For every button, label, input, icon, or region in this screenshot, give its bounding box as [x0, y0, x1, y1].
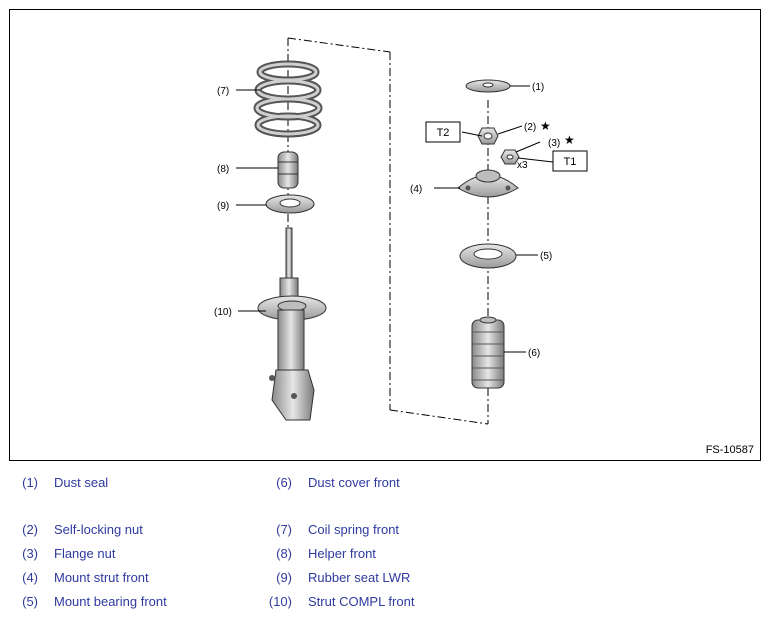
leader-lines — [236, 85, 554, 353]
self-locking-nut — [477, 127, 499, 145]
callout-4: (4) — [410, 184, 422, 195]
callout-5: (5) — [540, 251, 552, 262]
callout-2: (2) — [524, 122, 536, 133]
callout-7: (7) — [217, 86, 229, 97]
diagram-drawing: (7) (8) (9) (10) (1) (2) (3) (4) (5) (6)… — [214, 37, 588, 425]
dust-seal — [465, 79, 511, 93]
dust-cover — [471, 316, 505, 389]
mount-strut — [457, 169, 519, 198]
torque-label-t1: T1 — [564, 156, 577, 168]
rubber-seat — [265, 194, 315, 214]
torque-box-t1: T1 — [552, 150, 588, 172]
star-icon-nut-2: ★ — [540, 119, 551, 133]
helper-bumper — [277, 151, 299, 189]
figure-id: FS-10587 — [705, 444, 754, 456]
mount-bearing — [459, 243, 517, 269]
callout-3: (3) — [548, 138, 560, 149]
torque-box-t2: T2 — [425, 121, 461, 143]
exploded-diagram: (7) (8) (9) (10) (1) (2) (3) (4) (5) (6)… — [9, 9, 761, 461]
quantity-x3: x3 — [517, 160, 528, 171]
callout-1: (1) — [532, 82, 544, 93]
star-icon-nut-3: ★ — [564, 133, 575, 147]
strut-assembly — [257, 227, 327, 421]
callout-9: (9) — [217, 201, 229, 212]
callout-8: (8) — [217, 164, 229, 175]
torque-label-t2: T2 — [437, 127, 450, 139]
callout-10: (10) — [214, 307, 232, 318]
flange-nut — [500, 149, 520, 165]
callout-6: (6) — [528, 348, 540, 359]
